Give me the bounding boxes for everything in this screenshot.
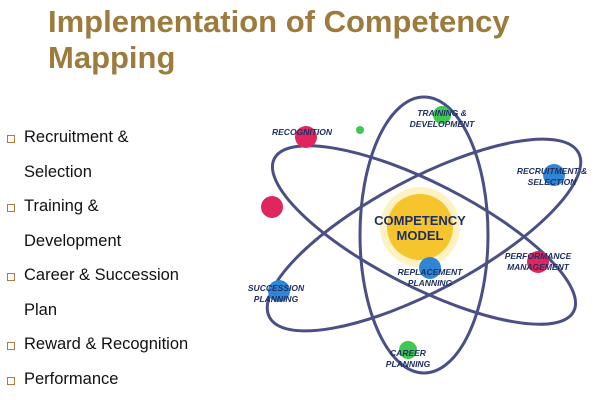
square-bullet-icon [7, 204, 15, 212]
orbit-tilted-left [265, 137, 583, 333]
node-recruitment [543, 164, 565, 186]
bullet-text: Performance [24, 369, 119, 388]
node-replacement [419, 257, 441, 279]
bullet-text-continued: Development [24, 231, 122, 250]
label-succession-1: SUCCESSION [248, 283, 305, 293]
label-recruitment-2: SELECTION [528, 177, 578, 187]
orbit-vertical [358, 95, 490, 375]
competency-model-diagram: COMPETENCY MODEL RECOGNITION TRAINING & … [248, 95, 587, 375]
bullet-item: Training & Development [0, 189, 240, 258]
orbit-tilted-right [270, 144, 578, 326]
center-label-line-1: COMPETENCY [374, 213, 466, 228]
bullet-item: Career & Succession Plan [0, 258, 240, 327]
square-bullet-icon [7, 342, 15, 350]
node-training-small [356, 126, 364, 134]
center-label-line-2: MODEL [397, 228, 444, 243]
label-recruitment-1: RECRUITMENT & [517, 166, 587, 176]
label-training-2: DEVELOPMENT [410, 119, 476, 129]
slide-title: Implementation of Competency Mapping [48, 4, 588, 76]
node-left-red [261, 196, 283, 218]
nucleus-core [387, 194, 453, 260]
node-training [433, 106, 451, 124]
label-replacement-2: PLANNING [408, 278, 453, 288]
label-performance-2: MANAGEMENT [507, 262, 570, 272]
label-training-1: TRAINING & [417, 108, 467, 118]
title-line-2: Mapping [48, 40, 176, 75]
label-performance-1: PERFORMANCE [505, 251, 572, 261]
node-career [399, 341, 417, 359]
square-bullet-icon [7, 135, 15, 143]
bullet-text: Reward & Recognition [24, 335, 189, 353]
label-career-2: PLANNING [386, 359, 431, 369]
bullet-item: Performance [0, 362, 240, 397]
square-bullet-icon [7, 273, 15, 281]
label-succession-2: PLANNING [254, 294, 299, 304]
label-recognition: RECOGNITION [272, 127, 333, 137]
label-replacement-1: REPLACEMENT [398, 267, 464, 277]
label-career-1: CAREER [390, 348, 427, 358]
node-recognition [295, 126, 317, 148]
bullet-text-continued: Plan [24, 300, 58, 319]
bullet-item: Recruitment & Selection [0, 120, 240, 189]
bullet-list: Recruitment & Selection Training & Devel… [0, 120, 240, 396]
bullet-text: Training & [24, 197, 99, 215]
bullet-text: Recruitment & [24, 128, 129, 146]
square-bullet-icon [7, 376, 15, 385]
bullet-text: Career & Succession [24, 266, 179, 284]
title-line-1: Implementation of Competency [48, 4, 510, 39]
node-succession [268, 280, 290, 302]
bullet-text-continued: Selection [24, 162, 92, 181]
bullet-item: Reward & Recognition [0, 327, 240, 362]
node-performance [527, 251, 549, 273]
